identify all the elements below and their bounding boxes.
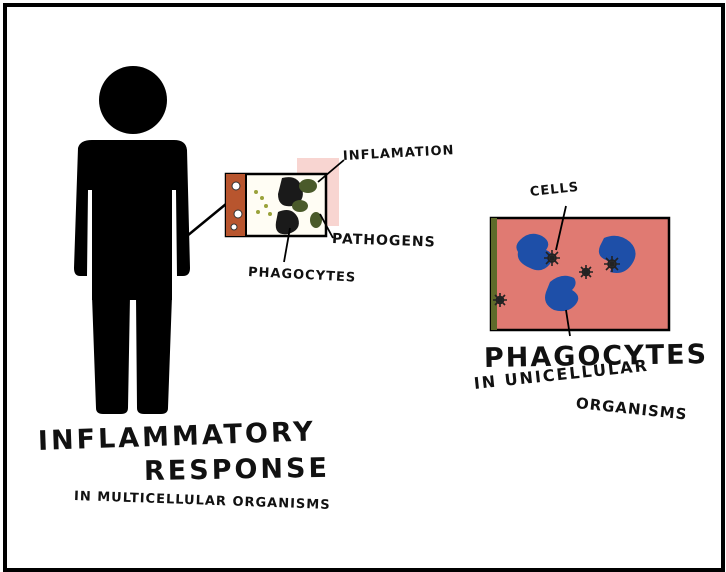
cell-star bbox=[579, 265, 593, 279]
pathogen bbox=[292, 200, 308, 212]
zoom-connector-line bbox=[187, 204, 226, 236]
cell-star bbox=[604, 256, 620, 272]
inflammation-inset bbox=[226, 158, 344, 262]
left-title-line2: RESPONSE bbox=[144, 455, 330, 485]
callout-pathogens: PATHOGENS bbox=[332, 232, 436, 250]
cell-star bbox=[544, 250, 560, 266]
unicellular-inset bbox=[491, 206, 669, 336]
human-figure bbox=[74, 66, 190, 414]
pathogen bbox=[299, 179, 317, 193]
cell-star bbox=[493, 293, 507, 307]
